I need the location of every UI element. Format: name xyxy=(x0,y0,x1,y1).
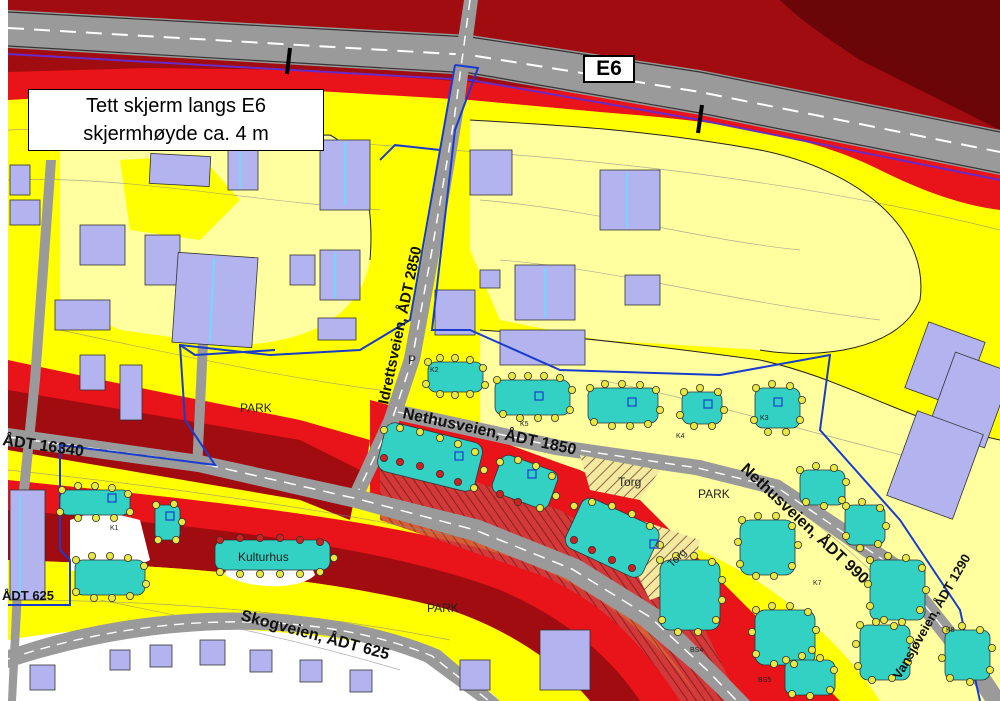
noise-screen-marker xyxy=(285,47,292,75)
kulturhus-label: Kulturhus xyxy=(238,550,289,564)
noise-screen-marker xyxy=(696,104,704,134)
parking-label: P xyxy=(408,353,416,367)
park-label: PARK xyxy=(698,487,730,501)
plot-label: BS4 xyxy=(690,647,703,654)
plot-label: K4 xyxy=(676,433,685,440)
plot-label: K1 xyxy=(110,525,119,532)
plot-label: K3 xyxy=(760,415,769,422)
plot-label: K8 xyxy=(946,627,955,634)
park-label: PARK xyxy=(240,401,272,415)
plot-label: K5 xyxy=(520,421,529,428)
torg-label: Torg xyxy=(618,475,641,489)
skogveien-road[interactable] xyxy=(7,612,500,701)
road-label-west-lower: ÅDT 625 xyxy=(2,588,54,603)
plot-label: BS5 xyxy=(758,677,771,684)
callout-line-2: skjermhøyde ca. 4 m xyxy=(83,123,269,145)
torg-area xyxy=(580,455,660,500)
light-yellow-zone-ne xyxy=(470,120,921,354)
west-main-road[interactable] xyxy=(7,428,750,701)
noise-screen-callout: Tett skjerm langs E6 skjermhøyde ca. 4 m xyxy=(28,89,324,151)
e6-highway-badge: E6 xyxy=(583,55,635,83)
plan-boundary xyxy=(8,64,981,701)
park-label: PARK xyxy=(427,601,459,615)
plot-label: K7 xyxy=(813,580,822,587)
callout-line-1: Tett skjerm langs E6 xyxy=(85,95,267,117)
new-building-clusters xyxy=(56,353,997,701)
plot-label: K2 xyxy=(430,367,439,374)
